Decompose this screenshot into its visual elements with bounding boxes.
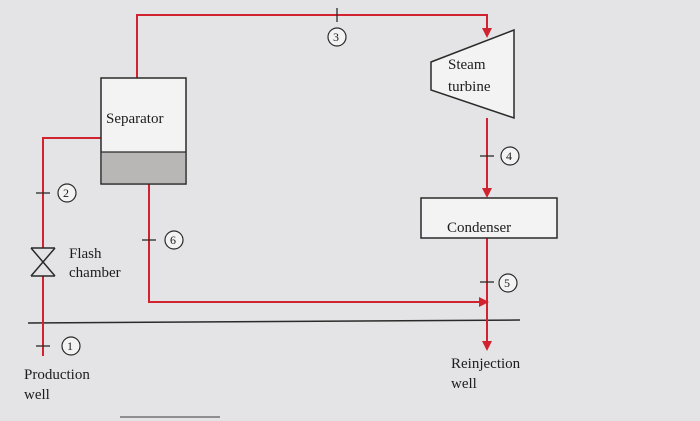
arrow-into-condenser: [482, 188, 492, 198]
ground-line: [27, 319, 521, 324]
pipes: [42, 14, 488, 356]
state-6-label: 6: [170, 233, 176, 247]
flash-chamber-label-line1: Flash: [69, 246, 102, 262]
state-5-circle: [498, 273, 518, 293]
pipe-separator-liquid-line: [148, 184, 483, 303]
state-5-label: 5: [504, 276, 510, 290]
separator-label: Separator: [106, 111, 164, 127]
flash-chamber-valve: [30, 247, 56, 277]
state-3-circle: [327, 27, 347, 47]
state-4-circle: [500, 146, 520, 166]
pipe-flash-to-separator: [42, 137, 101, 248]
turbine-label-line2: turbine: [448, 79, 491, 95]
arrow-into-turbine: [482, 28, 492, 38]
state-1-label: 1: [67, 339, 73, 353]
reinjection-well-label-line1: Reinjection: [451, 356, 521, 372]
production-well-label-line2: well: [24, 387, 50, 403]
turbine-label-line1: Steam: [448, 57, 486, 73]
state-6-circle: [164, 230, 184, 250]
state-2-label: 2: [63, 186, 69, 200]
condenser: [420, 197, 558, 239]
condenser-label: Condenser: [447, 220, 512, 236]
state-3-label: 3: [333, 30, 339, 44]
flash-chamber-label-line2: chamber: [69, 265, 121, 281]
steam-turbine: [430, 28, 515, 120]
production-well-label-line1: Production: [24, 367, 90, 383]
state-2-circle: [57, 183, 77, 203]
state-point-circles: [57, 27, 520, 356]
state-1-circle: [61, 336, 81, 356]
separator-liquid: [102, 152, 185, 183]
arrow-into-reinjection-well: [482, 341, 492, 351]
pipe-separator-to-turbine: [136, 14, 488, 78]
reinjection-well-label-line2: well: [451, 376, 477, 392]
state-4-label: 4: [506, 149, 512, 163]
arrow-liquid-join: [479, 297, 489, 307]
state-point-ticks: [36, 8, 494, 347]
